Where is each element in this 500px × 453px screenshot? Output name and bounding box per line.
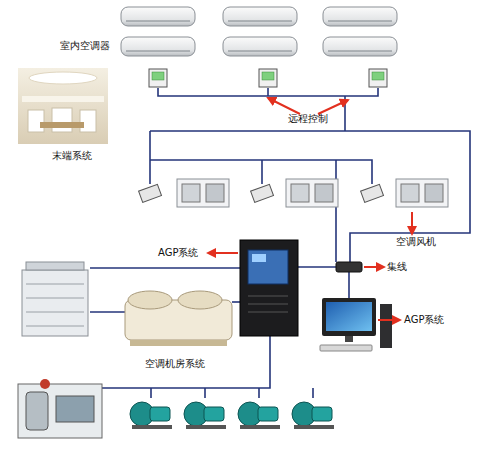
tower-body xyxy=(22,270,88,336)
indoor-ac-unit xyxy=(223,7,297,26)
control-cabinet xyxy=(240,240,298,336)
tower-louver xyxy=(26,312,84,313)
photo-frame xyxy=(18,68,108,144)
chiller-base xyxy=(130,340,227,346)
tower-top xyxy=(26,262,84,270)
photo-wall xyxy=(22,96,104,102)
water-pump xyxy=(184,402,226,429)
cabinet-vent xyxy=(248,304,288,305)
wire xyxy=(267,88,269,96)
chair xyxy=(52,108,72,132)
chair xyxy=(80,110,96,132)
tower-louver xyxy=(26,298,84,299)
tower-louver xyxy=(26,284,84,285)
indoor-ac-unit xyxy=(323,7,397,26)
wire xyxy=(151,388,313,398)
pointer-arrow xyxy=(364,266,384,268)
annotation-label: AGP系统 xyxy=(158,247,198,259)
pointer-arrows xyxy=(208,98,412,320)
chiller-compressor xyxy=(128,291,172,309)
annotation-label: 室内空调器 xyxy=(60,40,110,52)
wire xyxy=(348,272,350,298)
water-pump xyxy=(292,402,334,429)
annotation-label: 末端系统 xyxy=(52,150,92,162)
room-controller xyxy=(369,69,387,87)
heat-exchanger-unit xyxy=(18,379,102,438)
wire xyxy=(232,301,240,303)
keyboard xyxy=(320,345,372,351)
wire xyxy=(90,267,240,269)
skid-frame xyxy=(18,384,102,438)
room-photo xyxy=(18,68,108,144)
wire xyxy=(150,131,470,262)
ceiling-light xyxy=(29,72,97,84)
cabinet-vent xyxy=(248,312,288,313)
pointer-arrow xyxy=(208,252,238,254)
exchanger-plate xyxy=(56,396,94,422)
air-handler xyxy=(177,179,229,207)
wire xyxy=(158,88,378,96)
annotation-label: 远程控制 xyxy=(288,113,328,125)
pointer-arrow xyxy=(268,98,300,114)
chiller-compressor xyxy=(178,291,222,309)
pointer-arrow xyxy=(378,319,400,321)
wire xyxy=(298,266,336,268)
wire xyxy=(90,311,125,313)
pointer-arrow xyxy=(411,212,413,234)
chair xyxy=(28,110,44,132)
air-valve xyxy=(139,184,162,202)
annotation-label: AGP系统 xyxy=(404,314,444,326)
indoor-ac-unit xyxy=(121,37,195,56)
chiller xyxy=(125,291,232,346)
water-pump xyxy=(238,402,280,429)
air-valve xyxy=(361,184,384,202)
network-hub xyxy=(336,262,362,272)
wire xyxy=(100,335,270,388)
pc-tower xyxy=(380,304,392,348)
monitor-stand xyxy=(345,336,353,342)
air-valve xyxy=(251,184,274,202)
cabinet-display xyxy=(252,254,266,262)
annotation-label: 集线 xyxy=(387,261,407,273)
wiring xyxy=(90,88,470,398)
wire xyxy=(149,131,151,184)
indoor-ac-unit xyxy=(323,37,397,56)
room-controller xyxy=(259,69,277,87)
cabinet-body xyxy=(240,240,298,336)
indoor-ac-unit xyxy=(223,37,297,56)
annotation-label: 空调机房系统 xyxy=(145,358,205,370)
cabinet-vent xyxy=(248,296,288,297)
cooling-tower xyxy=(22,262,88,336)
exchanger-tank xyxy=(26,392,48,430)
monitor-screen xyxy=(326,302,372,331)
water-pump xyxy=(130,402,172,429)
air-handler xyxy=(286,179,338,207)
wire xyxy=(335,160,337,262)
cabinet-panel xyxy=(248,250,288,284)
indoor-ac-unit xyxy=(121,7,195,26)
room-controller xyxy=(149,69,167,87)
gauge xyxy=(40,379,50,389)
air-handler xyxy=(396,179,448,207)
computer xyxy=(320,298,392,351)
monitor xyxy=(322,298,376,336)
table xyxy=(40,122,84,128)
pointer-arrow xyxy=(318,100,348,114)
wire xyxy=(261,160,263,184)
annotation-label: 空调风机 xyxy=(396,236,436,248)
tower-louver xyxy=(26,326,84,327)
